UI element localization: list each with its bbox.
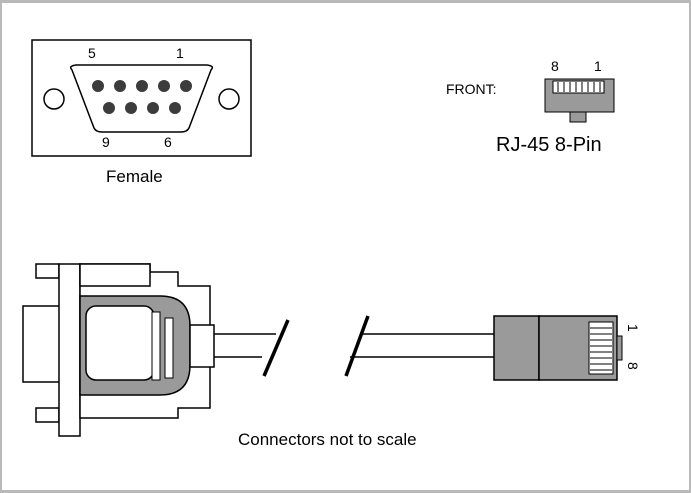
rj45-front-pin-8-label: 8 xyxy=(551,58,559,74)
db9-pin xyxy=(125,102,137,114)
db9-gender-label: Female xyxy=(106,167,163,186)
db9-d-shell xyxy=(69,64,214,133)
rj45-side-boot xyxy=(493,315,540,381)
db9-side-grip-2 xyxy=(164,317,174,379)
db9-screw-top xyxy=(35,263,60,279)
db9-side-hood-window xyxy=(85,305,155,381)
db9-side-flange xyxy=(58,263,81,437)
db9-side-view xyxy=(22,263,215,437)
cable-break-mark-left xyxy=(262,319,290,377)
rj45-front-pin-1-label: 1 xyxy=(594,58,602,74)
rj45-side-latch xyxy=(616,335,623,361)
db9-pin xyxy=(158,80,170,92)
rj45-latch-tab xyxy=(569,111,587,123)
db9-pin xyxy=(92,80,104,92)
db9-side-grip-1 xyxy=(151,311,161,381)
db9-pin xyxy=(136,80,148,92)
rj45-contact-lines xyxy=(557,82,601,92)
cable xyxy=(214,315,494,377)
rj45-front-view: FRONT: 8 1 RJ-45 8-Pin xyxy=(446,58,615,156)
db9-pin-9-label: 9 xyxy=(102,134,110,150)
db9-pin-1-label: 1 xyxy=(176,45,184,61)
db9-strain-relief xyxy=(189,324,215,368)
rj45-side-pin-1-label: 1 xyxy=(625,324,641,332)
rj45-side-contacts xyxy=(588,321,614,375)
db9-pin xyxy=(180,80,192,92)
db9-pin-6-label: 6 xyxy=(164,134,172,150)
db9-pin xyxy=(114,80,126,92)
db9-pin-row-top xyxy=(92,80,192,92)
rj45-side-pin-8-label: 8 xyxy=(625,362,641,370)
db9-front-view: 5 1 9 6 Female xyxy=(31,39,252,186)
rj45-side-view: 1 8 xyxy=(493,315,641,381)
db9-pin-5-label: 5 xyxy=(88,45,96,61)
rj45-contact-window xyxy=(552,80,605,94)
db9-screw-bottom xyxy=(35,407,60,423)
rj45-name-label: RJ-45 8-Pin xyxy=(496,134,602,156)
scale-caption: Connectors not to scale xyxy=(238,430,417,449)
db9-side-top-step xyxy=(79,263,151,287)
db9-pin xyxy=(169,102,181,114)
rj45-side-contact-lines xyxy=(590,327,612,371)
db9-pin-row-bottom xyxy=(103,102,181,114)
db9-pin xyxy=(103,102,115,114)
db9-pin xyxy=(147,102,159,114)
db9-screw-hole-right xyxy=(218,88,240,110)
rj45-front-label: FRONT: xyxy=(446,81,497,97)
db9-side-shell xyxy=(22,305,62,383)
db9-screw-hole-left xyxy=(43,88,65,110)
cable-break-mark-right xyxy=(344,315,370,377)
